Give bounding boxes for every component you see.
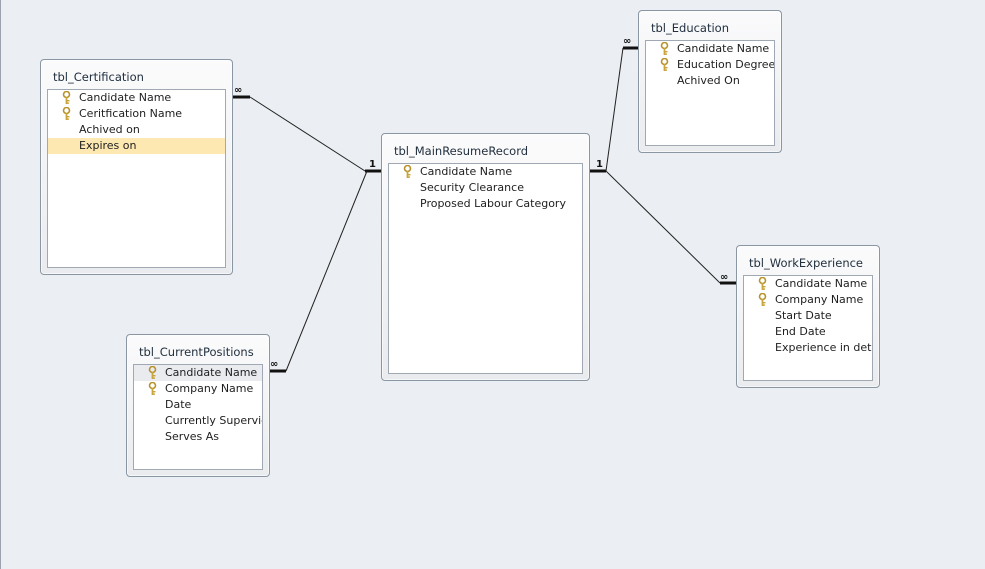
field-name: Candidate Name xyxy=(79,91,172,104)
field-list[interactable]: Candidate Name Security Clearance Propos… xyxy=(388,163,583,374)
primary-key-icon xyxy=(62,91,71,104)
table-certification[interactable]: tbl_Certification Candidate Name Ceritfi… xyxy=(40,59,233,275)
relationship-main-workexperience[interactable] xyxy=(605,170,736,285)
field-name: Serves As xyxy=(165,430,220,443)
field-name: Candidate Name xyxy=(420,165,513,178)
table-title[interactable]: tbl_Certification xyxy=(53,70,144,84)
field-name: Start Date xyxy=(775,309,832,322)
field-list[interactable]: Candidate Name Company Name Start Date E… xyxy=(743,275,873,381)
field-name: Security Clearance xyxy=(420,181,524,194)
field-row[interactable]: Company Name xyxy=(744,292,872,308)
cardinality-many-currentpositions: ∞ xyxy=(270,359,279,370)
field-row[interactable]: Candidate Name xyxy=(48,90,225,106)
table-workexperience[interactable]: tbl_WorkExperience Candidate Name Compan… xyxy=(736,245,880,388)
field-row[interactable]: Proposed Labour Category xyxy=(389,196,582,212)
primary-key-icon xyxy=(660,42,669,55)
table-mainresumerecord[interactable]: tbl_MainResumeRecord Candidate Name Secu… xyxy=(381,133,590,381)
field-name: Achived On xyxy=(677,74,740,87)
field-row[interactable]: Company Name xyxy=(134,381,262,397)
field-row[interactable]: Serves As xyxy=(134,429,262,445)
field-row[interactable]: End Date xyxy=(744,324,872,340)
field-row[interactable]: Candidate Name xyxy=(744,276,872,292)
field-row[interactable]: Experience in detai xyxy=(744,340,872,356)
field-row[interactable]: Achived On xyxy=(646,73,774,89)
window-left-border xyxy=(0,0,1,569)
field-row[interactable]: Currently Supervies xyxy=(134,413,262,429)
field-name: End Date xyxy=(775,325,826,338)
field-row[interactable]: Date xyxy=(134,397,262,413)
field-name: Company Name xyxy=(165,382,254,395)
field-list[interactable]: Candidate Name Education Degree Achived … xyxy=(645,40,775,146)
table-title[interactable]: tbl_Education xyxy=(651,21,730,35)
field-row[interactable]: Candidate Name xyxy=(134,365,262,381)
field-name: Currently Supervies xyxy=(165,414,262,427)
field-name: Education Degree xyxy=(677,58,774,71)
field-row[interactable]: Achived on xyxy=(48,122,225,138)
relationship-certification-main[interactable] xyxy=(233,95,381,173)
table-title[interactable]: tbl_CurrentPositions xyxy=(139,345,254,359)
field-name: Ceritfication Name xyxy=(79,107,183,120)
relationship-currentpositions-main[interactable] xyxy=(270,170,368,373)
primary-key-icon xyxy=(758,293,767,306)
cardinality-many-education: ∞ xyxy=(623,36,632,47)
field-name: Company Name xyxy=(775,293,864,306)
field-row[interactable]: Candidate Name xyxy=(646,41,774,57)
field-name: Date xyxy=(165,398,192,411)
primary-key-icon xyxy=(403,165,412,178)
table-title[interactable]: tbl_WorkExperience xyxy=(749,256,864,270)
field-name: Candidate Name xyxy=(677,42,770,55)
field-name: Achived on xyxy=(79,123,140,136)
relationship-main-education[interactable] xyxy=(590,46,638,173)
field-name: Expires on xyxy=(79,139,137,152)
field-row[interactable]: Candidate Name xyxy=(389,164,582,180)
field-row[interactable]: Ceritfication Name xyxy=(48,106,225,122)
field-name: Candidate Name xyxy=(165,366,258,379)
field-name: Proposed Labour Category xyxy=(420,197,566,210)
primary-key-icon xyxy=(62,107,71,120)
primary-key-icon xyxy=(148,366,157,379)
field-name: Experience in detai xyxy=(775,341,872,354)
field-row[interactable]: Education Degree xyxy=(646,57,774,73)
primary-key-icon xyxy=(660,58,669,71)
cardinality-one-main-left: 1 xyxy=(369,159,376,170)
cardinality-one-main-right: 1 xyxy=(596,159,603,170)
field-list[interactable]: Candidate Name Company Name Date Current… xyxy=(133,364,263,470)
table-title[interactable]: tbl_MainResumeRecord xyxy=(394,144,529,158)
field-row[interactable]: Security Clearance xyxy=(389,180,582,196)
field-row-selected[interactable]: Expires on xyxy=(48,138,225,154)
field-list[interactable]: Candidate Name Ceritfication Name Achive… xyxy=(47,89,226,268)
table-currentpositions[interactable]: tbl_CurrentPositions Candidate Name Comp… xyxy=(126,334,270,477)
table-education[interactable]: tbl_Education Candidate Name Education D… xyxy=(638,10,782,153)
cardinality-many-certification: ∞ xyxy=(234,85,243,96)
primary-key-icon xyxy=(148,382,157,395)
primary-key-icon xyxy=(758,277,767,290)
field-name: Candidate Name xyxy=(775,277,868,290)
field-row[interactable]: Start Date xyxy=(744,308,872,324)
cardinality-many-workexperience: ∞ xyxy=(720,272,729,283)
